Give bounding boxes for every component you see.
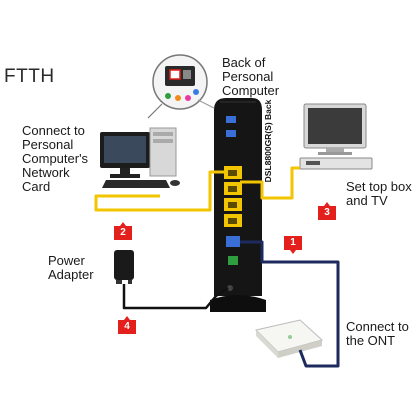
router-back-text: DSL8800GR(S) Back xyxy=(263,99,273,183)
step-badge-4: 4 xyxy=(118,316,136,334)
callout-leader xyxy=(197,99,215,109)
label-back-of-pc: Back of Personal Computer xyxy=(222,55,280,98)
label-power-adapter: Power Adapter xyxy=(48,253,94,282)
step-badge-1: 1 xyxy=(284,236,302,254)
step-badge-2: 2 xyxy=(114,222,132,240)
power-adapter-icon xyxy=(114,250,134,284)
pc-back-callout xyxy=(147,54,208,119)
label-set-top-box: Set top box and TV xyxy=(346,179,412,208)
router-back-label: DSL8800GR(S) Back xyxy=(262,98,274,184)
step-badge-3: 3 xyxy=(318,202,336,220)
ethernet-cable-pc xyxy=(94,170,228,212)
page-title: FTTH xyxy=(4,66,55,87)
label-connect-pc: Connect to Personal Computer's Network C… xyxy=(22,123,89,194)
ethernet-cable-stb xyxy=(240,166,300,200)
router-icon xyxy=(210,98,266,312)
ont-icon xyxy=(255,319,324,358)
power-cable xyxy=(122,284,229,310)
tv-settop-icon xyxy=(299,103,373,170)
label-connect-ont: Connect to the ONT xyxy=(346,319,409,348)
fiber-cable-ont xyxy=(240,240,340,368)
computer-icon xyxy=(100,127,180,188)
